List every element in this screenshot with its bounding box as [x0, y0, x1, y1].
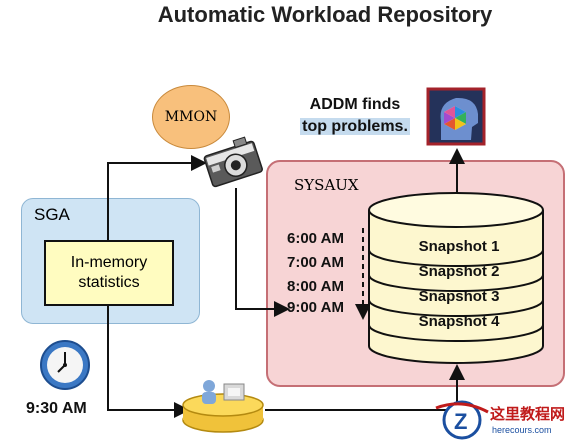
addm-line-2: top problems. [300, 118, 410, 135]
clock-icon [40, 340, 90, 390]
watermark-url: herecours.com [492, 425, 552, 435]
time-label-1: 6:00 AM [287, 230, 344, 247]
camera-icon [203, 136, 263, 188]
connector-camera-to-sysaux [235, 188, 290, 317]
in-memory-statistics-box: In-memory statistics [44, 240, 174, 306]
brain-icon [426, 87, 486, 146]
connector-sga-to-camera [107, 155, 207, 240]
watermark-logo-icon: Z [435, 400, 489, 440]
time-label-2: 7:00 AM [287, 254, 344, 271]
users-icon [182, 380, 264, 433]
mmon-label: MMON [164, 109, 218, 125]
time-label-4: 9:00 AM [287, 299, 344, 316]
connector-users-to-repository [265, 364, 465, 411]
sysaux-label: SYSAUX [294, 176, 359, 194]
sga-label: SGA [34, 205, 70, 224]
time-label-3: 8:00 AM [287, 278, 344, 295]
addm-line-1: ADDM finds [309, 96, 401, 113]
repository-cylinder [368, 192, 544, 364]
snapshot-label-4: Snapshot 4 [418, 313, 500, 330]
mmon-process: MMON [152, 85, 230, 149]
stats-line-2: statistics [78, 274, 140, 291]
snapshot-label-1: Snapshot 1 [418, 238, 500, 255]
snapshot-label-2: Snapshot 2 [418, 263, 500, 280]
stats-line-1: In-memory [70, 254, 148, 271]
svg-text:Z: Z [454, 409, 467, 434]
snapshot-label-3: Snapshot 3 [418, 288, 500, 305]
connector-sga-to-users [107, 306, 190, 418]
addm-caption: ADDM finds top problems. [296, 94, 414, 138]
clock-time-label: 9:30 AM [26, 400, 87, 417]
diagram-title: Automatic Workload Repository [157, 2, 493, 27]
watermark-name: 这里教程网 [490, 406, 566, 423]
